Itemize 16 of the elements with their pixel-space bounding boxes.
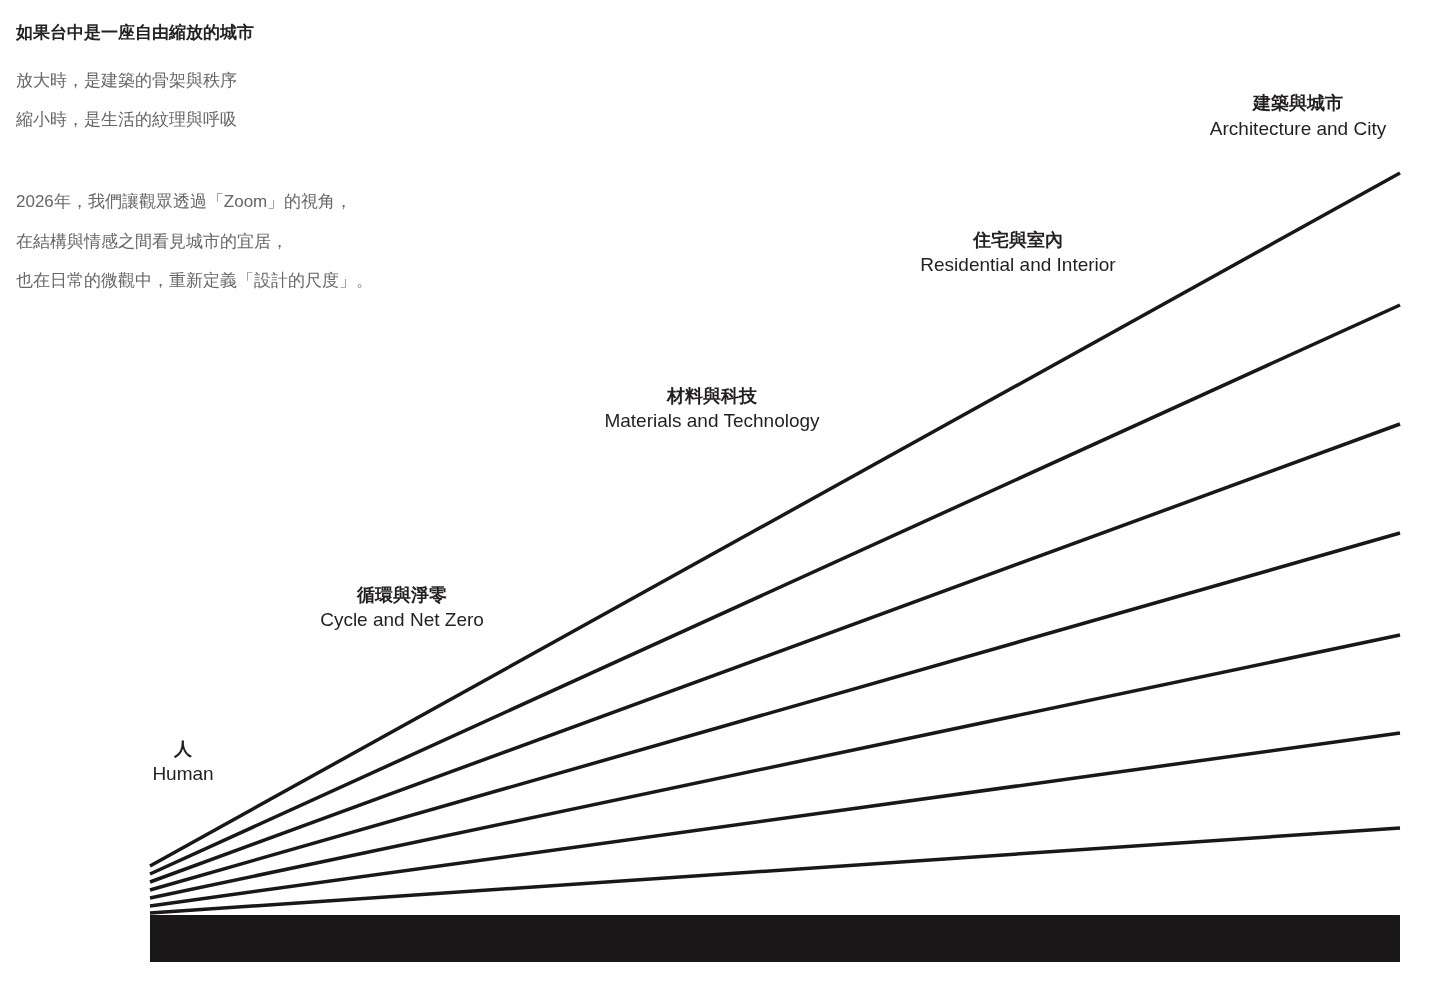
intro-text: 縮小時，是生活的紋理與呼吸 xyxy=(16,110,237,131)
scale-label: 建築與城市 xyxy=(1253,93,1343,115)
scale-label: 材料與科技 xyxy=(667,386,757,408)
intro-text: 也在日常的微觀中，重新定義「設計的尺度」。 xyxy=(16,271,373,292)
scale-label: Cycle and Net Zero xyxy=(320,609,484,632)
intro-text: 放大時，是建築的骨架與秩序 xyxy=(16,71,237,92)
intro-text: 2026年，我們讓觀眾透過「Zoom」的視角， xyxy=(16,192,353,213)
scale-label: Human xyxy=(152,763,214,786)
heading: 如果台中是一座自由縮放的城市 xyxy=(16,23,254,44)
intro-text: 在結構與情感之間看見城市的宜居， xyxy=(16,232,288,253)
scale-label: Materials and Technology xyxy=(604,410,820,433)
scale-label: 人 xyxy=(174,739,192,761)
scale-label: Architecture and City xyxy=(1209,118,1387,141)
scale-label: Residential and Interior xyxy=(920,254,1116,277)
scale-label: 住宅與室內 xyxy=(973,230,1063,252)
scale-label: 循環與淨零 xyxy=(357,585,447,607)
